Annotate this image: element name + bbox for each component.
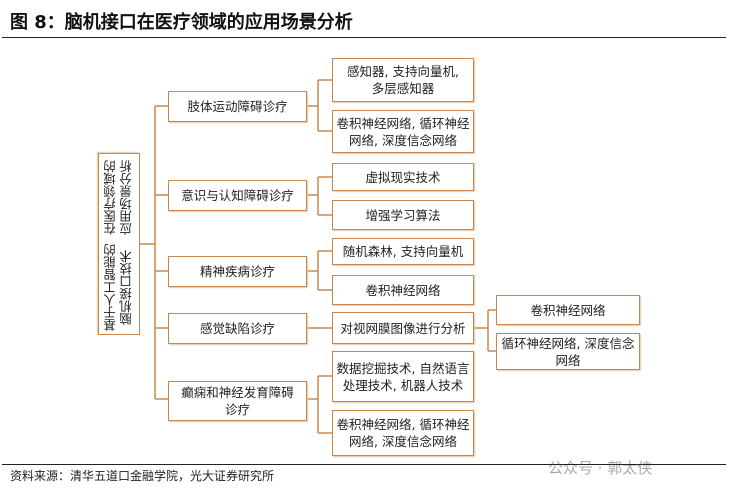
method-box: 感知器, 支持向量机, 多层感知器 — [332, 58, 474, 102]
category-consciousness: 意识与认知障碍诊疗 — [168, 180, 307, 211]
method-box: 虚拟现实技术 — [332, 163, 474, 191]
source-note: 资料来源：清华五道口金融学院，光大证券研究所 — [10, 469, 275, 483]
category-limb-motor: 肢体运动障碍诊疗 — [168, 91, 307, 122]
method-box: 对视网膜图像进行分析 — [332, 312, 474, 344]
category-mental-illness: 精神疾病诊疗 — [168, 256, 307, 287]
method-box: 增强学习算法 — [332, 200, 474, 230]
method-box: 卷积神经网络, 循环神经网络, 深度信念网络 — [332, 110, 474, 153]
root-node: 基于人工智能的脑机接口技术 在医疗领域的应用场景分析 — [98, 153, 140, 335]
watermark: 公众号 · 郭太侠 — [548, 459, 653, 477]
root-line-2: 在医疗领域的应用场景分析 — [103, 159, 134, 235]
method-box: 随机森林, 支持向量机 — [332, 238, 474, 265]
sub-method-box: 卷积神经网络 — [496, 295, 640, 325]
figure-title: 图 8：脑机接口在医疗领域的应用场景分析 — [10, 12, 353, 33]
category-epilepsy: 癫痫和神经发育障碍诊疗 — [168, 381, 307, 421]
category-sensory: 感觉缺陷诊疗 — [168, 313, 307, 344]
method-box: 数据挖掘技术, 自然语言处理技术, 机器人技术 — [332, 351, 474, 402]
method-box: 卷积神经网络, 循环神经网络, 深度信念网络 — [332, 410, 474, 456]
sub-method-box: 循环神经网络, 深度信念网络 — [496, 333, 640, 370]
top-rule — [2, 37, 726, 38]
root-line-1: 基于人工智能的脑机接口技术 — [103, 243, 134, 331]
bottom-rule — [2, 464, 726, 465]
method-box: 卷积神经网络 — [332, 275, 474, 305]
